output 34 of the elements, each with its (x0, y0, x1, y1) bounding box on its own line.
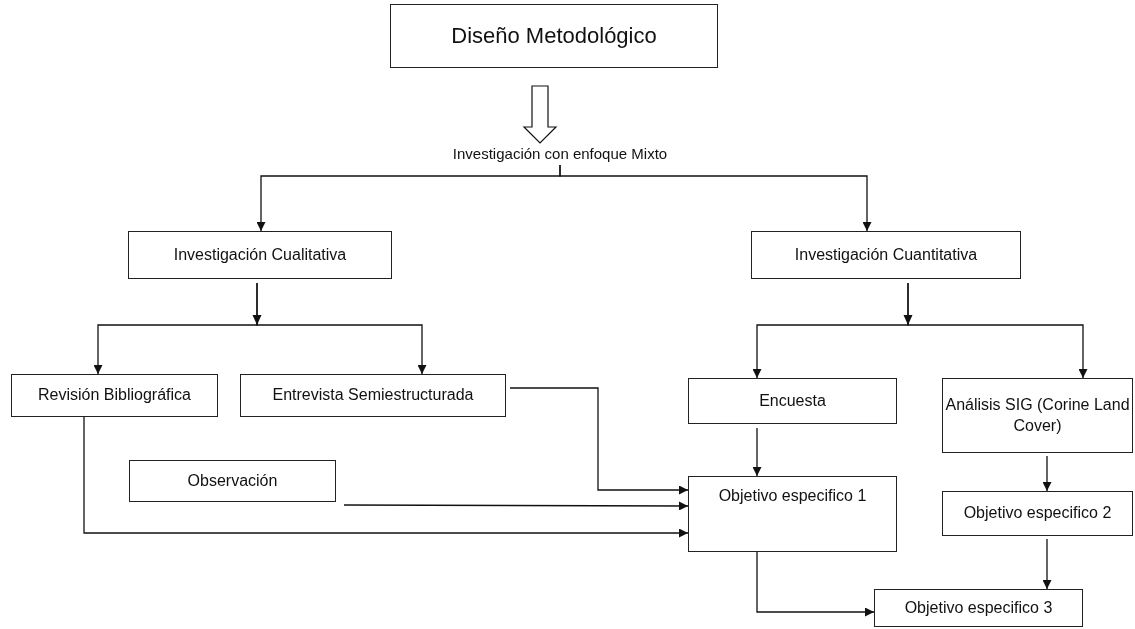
arrow (756, 551, 875, 617)
arrow (509, 387, 689, 495)
box-label: Investigación Cuantitativa (794, 244, 978, 265)
arrow (343, 501, 689, 511)
heading-text: Investigación con enfoque Mixto (420, 143, 700, 165)
box-label: Análisis SIG (Corine Land Cover) (944, 394, 1131, 436)
process-box (942, 378, 1133, 453)
box-label: Revisión Bibliográfica (38, 385, 191, 406)
box-label: Encuesta (759, 390, 826, 411)
arrow (907, 282, 1088, 379)
process-box (390, 4, 718, 68)
arrow (752, 427, 762, 477)
arrow (522, 85, 558, 144)
box-label: Objetivo especifico 3 (904, 597, 1053, 618)
arrow (256, 282, 427, 375)
box-label: Objetivo especifico 2 (963, 503, 1112, 524)
process-box (128, 231, 392, 279)
process-box (942, 491, 1133, 536)
process-box (240, 374, 506, 417)
arrow (83, 416, 689, 538)
box-label: Investigación Cualitativa (173, 244, 347, 265)
process-box (129, 460, 336, 502)
process-box (11, 374, 218, 417)
arrow (1042, 455, 1052, 492)
process-box (688, 378, 897, 424)
arrow (559, 164, 872, 232)
box-label: Observación (187, 470, 278, 491)
process-box (751, 231, 1021, 279)
box-label: Objetivo especifico 1 (718, 486, 867, 506)
box-label: Entrevista Semiestructurada (272, 385, 474, 406)
process-box (874, 589, 1083, 627)
process-box (688, 476, 897, 552)
arrow (1042, 538, 1052, 590)
box-label: Diseño Metodológico (451, 21, 657, 50)
